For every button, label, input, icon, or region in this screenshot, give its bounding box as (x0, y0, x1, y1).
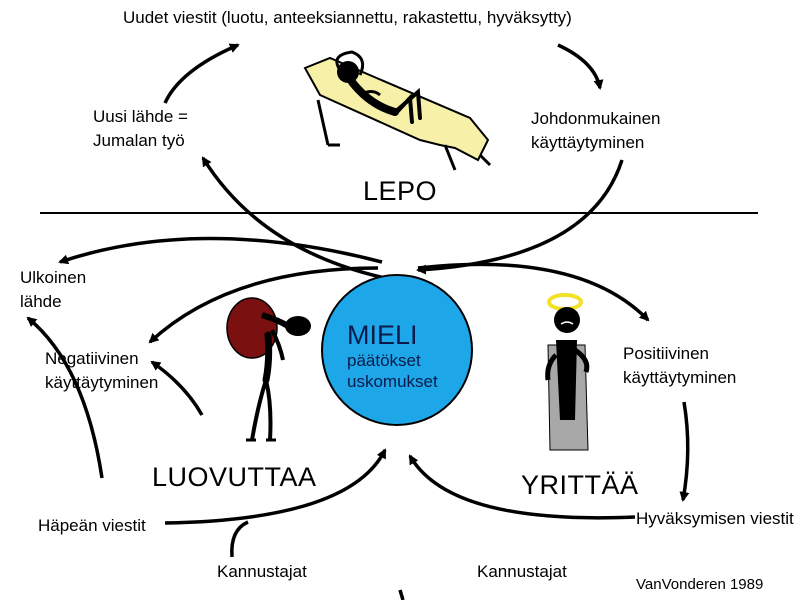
positive-behavior-label-line2: käyttäytyminen (623, 368, 737, 387)
mind-title: MIELI (347, 320, 418, 350)
consistent-behavior-label-line2: käyttäytyminen (531, 133, 645, 152)
rest-title: LEPO (363, 176, 438, 206)
mind-text: MIELI päätökset uskomukset (347, 320, 438, 392)
acceptance-messages-clip: Hyväksymisen viestit (636, 508, 800, 532)
external-source-label-line2: lähde (20, 292, 62, 311)
lounging-person-icon (303, 50, 492, 171)
top-message-label: Uudet viestit (luotu, anteeksiannettu, r… (123, 8, 572, 27)
arrow-mind-to-negative-behavior (148, 266, 379, 344)
arrow-positive-to-acceptance (679, 401, 690, 502)
burdened-person-icon (226, 297, 311, 442)
arrow-acceptance-to-mind (408, 454, 636, 520)
arrow-luovuttaa-to-negative (150, 360, 204, 416)
rest-cycle-arrows (163, 43, 624, 280)
acceptance-messages-label: Hyväksymisen viestit (636, 509, 794, 528)
mind-line-decisions: päätökset (347, 351, 421, 370)
credit-label: VanVonderen 1989 (636, 576, 764, 593)
arrow-mind-to-external-source (58, 236, 383, 265)
negative-behavior-label-line1: Negatiivinen (45, 349, 139, 368)
mind-arrows (58, 236, 650, 344)
right-cycle-arrows (398, 401, 690, 600)
shame-messages-label: Häpeän viestit (38, 516, 146, 535)
arrow-shame-to-external (26, 316, 104, 479)
consistent-behavior-label-line1: Johdonmukainen (531, 109, 661, 128)
arrow-mind-to-positive-behavior (417, 262, 650, 322)
arrow-shame-to-mind (164, 448, 387, 525)
arrow-mind-to-new-source (201, 156, 386, 280)
left-motivators-label: Kannustajat (217, 562, 307, 581)
new-source-label-line1: Uusi lähde = (93, 107, 188, 126)
external-source-label-line1: Ulkoinen (20, 268, 87, 287)
mind-circle (321, 274, 473, 426)
left-cycle-arrows (26, 316, 387, 558)
mind-line-beliefs: uskomukset (347, 372, 438, 391)
new-source-label-line2: Jumalan työ (93, 131, 185, 150)
arrow-to-consistent-behavior (557, 43, 604, 90)
haloed-person-icon (545, 293, 590, 451)
positive-behavior-label-line1: Positiivinen (623, 344, 709, 363)
negative-behavior-label-line2: käyttäytyminen (45, 373, 159, 392)
arrow-bottom-stub (398, 589, 405, 600)
right-motivators-label: Kannustajat (477, 562, 567, 581)
arrow-motivators-line (230, 520, 249, 558)
arrow-to-top-message (163, 43, 240, 104)
try-title: YRITTÄÄ (521, 470, 639, 500)
arrow-consistent-to-mind (416, 159, 624, 275)
give-up-title: LUOVUTTAA (152, 462, 317, 492)
